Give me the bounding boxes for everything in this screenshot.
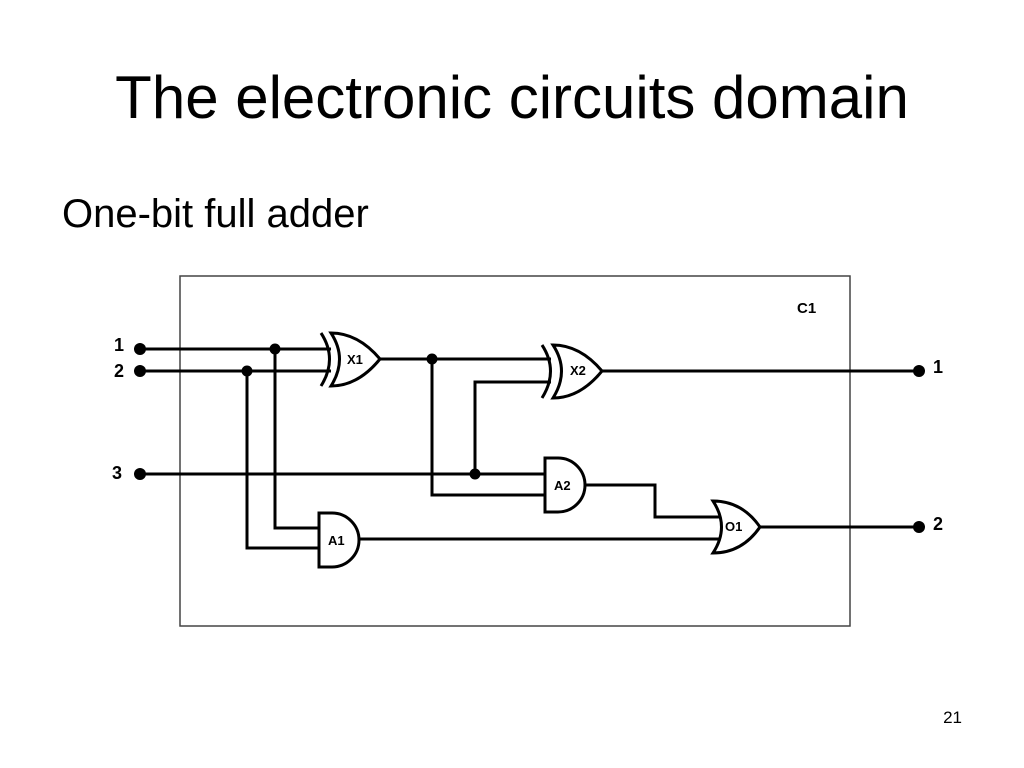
circuit-box — [179, 275, 851, 627]
output-label-1: 1 — [933, 357, 943, 377]
junction-dot — [269, 343, 281, 355]
junction-dot — [241, 365, 253, 377]
junction-dot — [426, 353, 438, 365]
gate-labels: X1 X2 A2 A1 O1 — [328, 352, 742, 548]
gate-label-x2: X2 — [570, 363, 586, 378]
slide-title: The electronic circuits domain — [115, 64, 909, 131]
circuit-name-label: C1 — [797, 300, 816, 317]
wires — [140, 347, 919, 550]
input-label-3: 3 — [112, 463, 122, 483]
input-label-1: 1 — [114, 335, 124, 355]
or-gate-o1 — [710, 499, 762, 555]
gate-label-o1: O1 — [725, 519, 742, 534]
junction-dot — [469, 468, 481, 480]
output-terminal-2 — [913, 521, 925, 533]
input-terminal-1 — [134, 343, 146, 355]
input-label-2: 2 — [114, 361, 124, 381]
output-terminal-1 — [913, 365, 925, 377]
xor-gate-x2 — [540, 343, 604, 400]
gates — [317, 331, 762, 569]
gate-label-a1: A1 — [328, 533, 345, 548]
wire-input-1-to-a1 — [273, 349, 319, 530]
terminal-labels: 1 2 3 1 2 — [112, 335, 943, 534]
input-terminal-3 — [134, 468, 146, 480]
page-number: 21 — [943, 708, 962, 727]
bullet-text: One-bit full adder — [62, 192, 369, 236]
wire-a2-to-o1 — [585, 483, 722, 519]
gate-label-a2: A2 — [554, 478, 571, 493]
output-label-2: 2 — [933, 514, 943, 534]
xor-gate-x1 — [319, 331, 382, 388]
wire-input-2-to-a1 — [245, 371, 319, 550]
and-gate-a1 — [317, 511, 361, 569]
input-terminal-2 — [134, 365, 146, 377]
and-gate-a2 — [543, 456, 587, 514]
junctions — [241, 343, 481, 480]
terminals — [134, 343, 925, 533]
wire-x1-to-a2 — [430, 359, 545, 497]
gate-label-x1: X1 — [347, 352, 363, 367]
wire-input-3-to-x2 — [473, 380, 551, 474]
